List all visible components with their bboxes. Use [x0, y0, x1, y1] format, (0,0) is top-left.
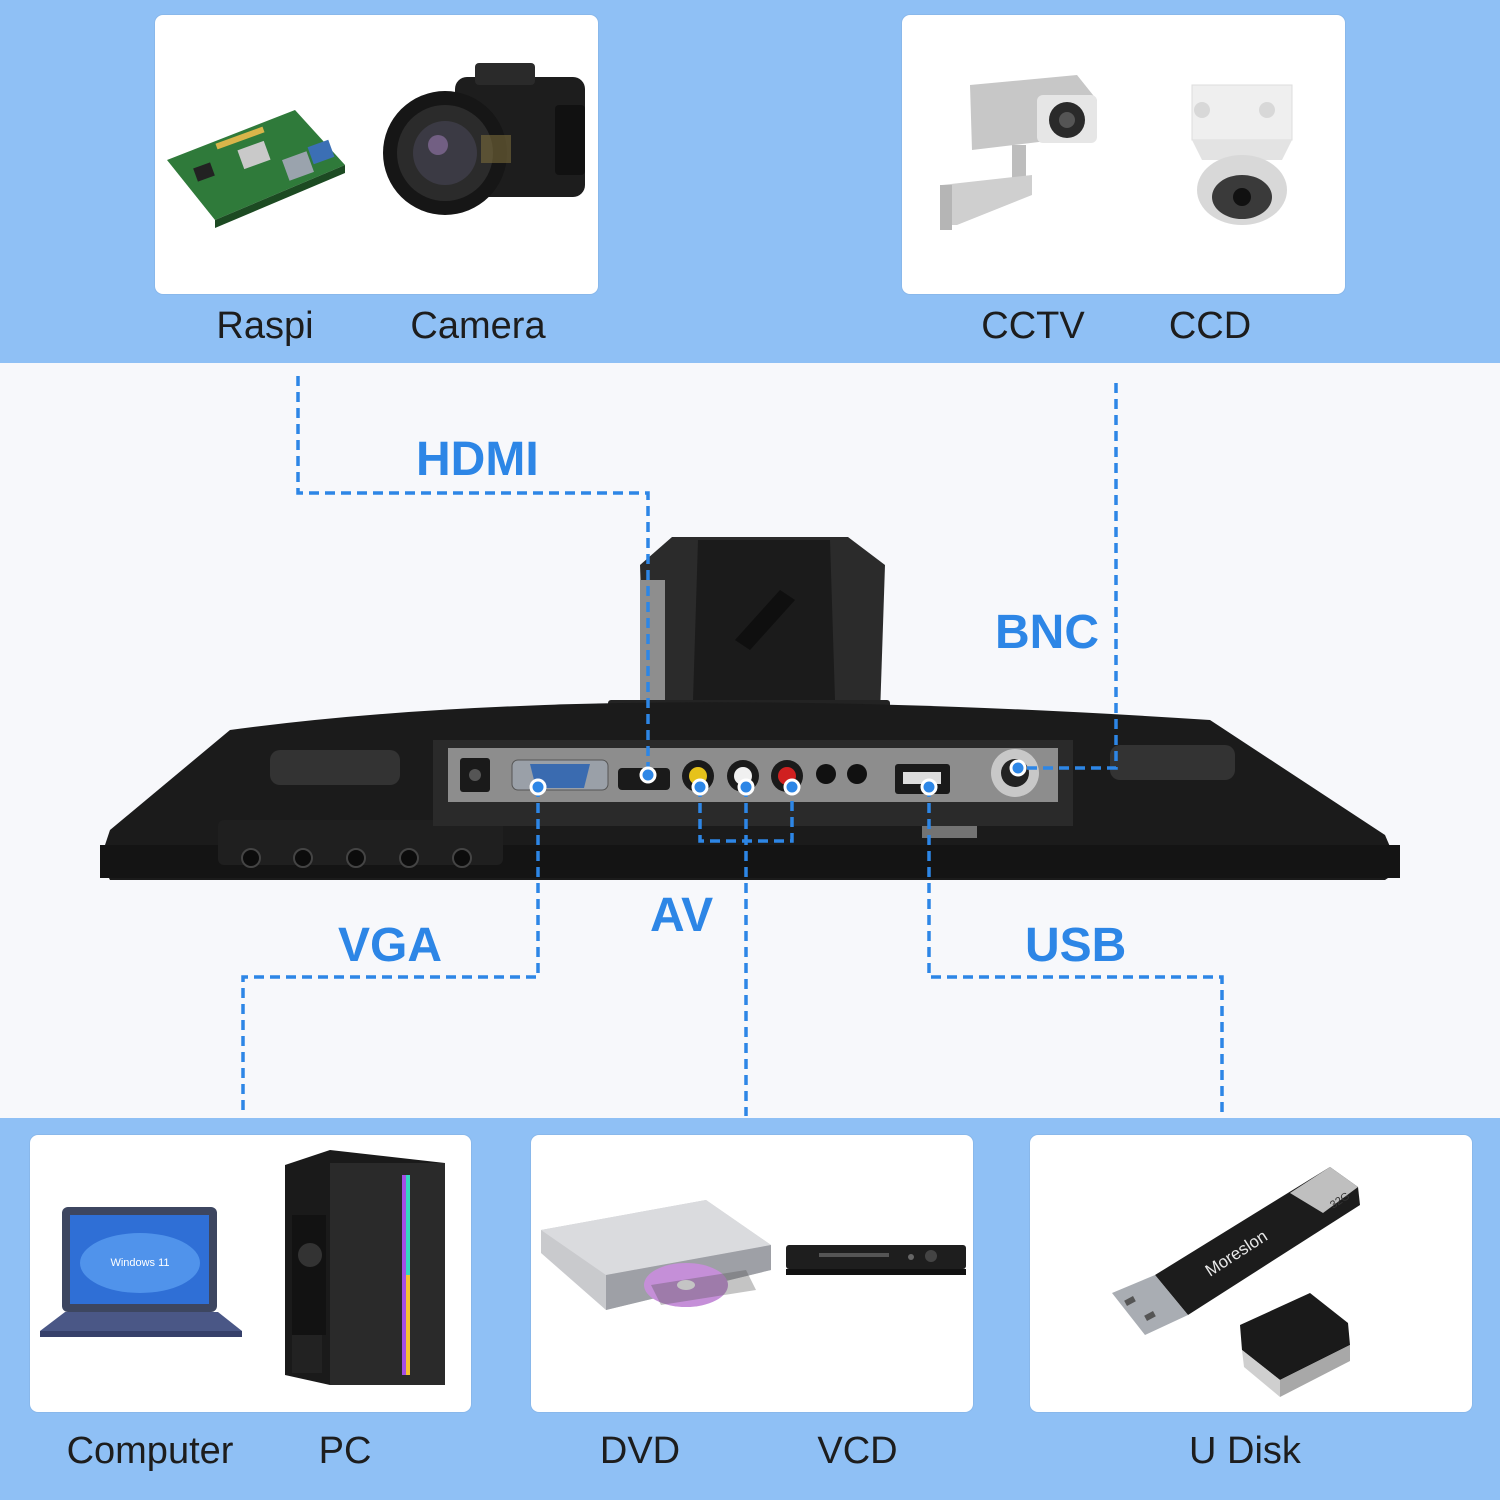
laptop-icon: Windows 11	[40, 1207, 242, 1337]
card-cctv-ccd	[902, 15, 1345, 294]
cctv-ccd-images	[940, 75, 1293, 230]
port-label-usb: USB	[1025, 919, 1127, 972]
port-label-av: AV	[650, 889, 714, 942]
laptop-screen-text: Windows 11	[110, 1257, 169, 1269]
device-label-raspi: Raspi	[216, 305, 314, 347]
ccd-dome-camera-icon	[1191, 84, 1293, 225]
computer-pc-images: Windows 11	[40, 1150, 445, 1385]
u-disk-image: Moreslon 32G	[1112, 1167, 1360, 1397]
dvd-vcd-images	[541, 1200, 966, 1310]
camera-icon	[383, 63, 585, 215]
device-label-computer: Computer	[66, 1430, 234, 1472]
port-label-vga: VGA	[338, 919, 443, 972]
device-label-pc: PC	[318, 1430, 372, 1472]
device-label-vcd: VCD	[817, 1430, 898, 1472]
port-label-hdmi: HDMI	[416, 433, 539, 486]
card-computer-pc: Windows 11	[30, 1135, 471, 1412]
usb-cap-icon	[1240, 1293, 1350, 1397]
dvd-player-icon	[541, 1200, 771, 1310]
device-label-camera: Camera	[410, 305, 546, 347]
device-label-dvd: DVD	[599, 1430, 681, 1472]
card-raspi-camera	[155, 15, 598, 294]
vcd-player-icon	[786, 1245, 966, 1275]
device-label-u-disk: U Disk	[1189, 1430, 1301, 1472]
pc-tower-icon	[285, 1150, 445, 1385]
card-u-disk: Moreslon 32G	[1030, 1135, 1472, 1412]
monitor-stand	[608, 537, 890, 738]
raspi-camera-images	[167, 63, 585, 228]
monitor-body	[100, 702, 1400, 880]
device-label-cctv: CCTV	[981, 305, 1085, 347]
port-label-bnc: BNC	[995, 606, 1099, 659]
raspberry-pi-icon	[167, 110, 345, 228]
card-dvd-vcd	[531, 1135, 973, 1412]
io-ports	[460, 749, 1039, 838]
port-dots	[529, 759, 1027, 796]
connector-lines	[241, 376, 1224, 1116]
device-label-ccd: CCD	[1168, 305, 1252, 347]
cctv-camera-icon	[940, 75, 1097, 230]
